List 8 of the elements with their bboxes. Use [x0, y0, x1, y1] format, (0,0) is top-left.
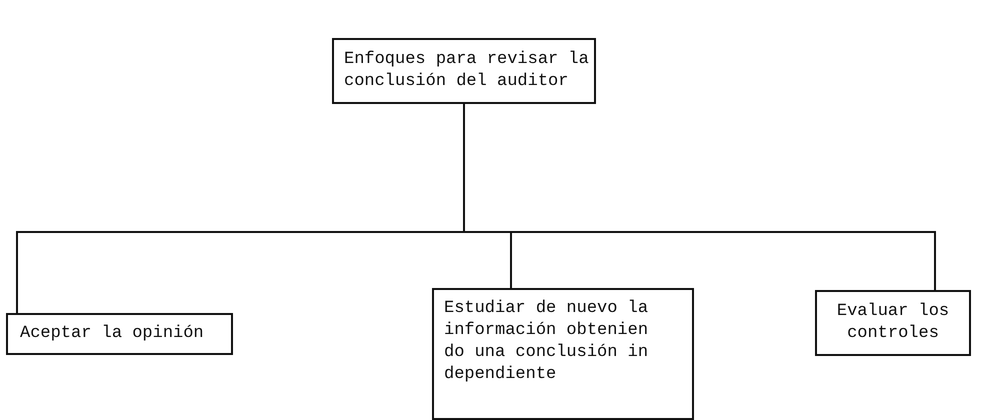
text-box — [6, 313, 233, 355]
box-text: Evaluar los controles — [836, 301, 950, 345]
box-text: Enfoques para revisar la conclusión del auditor — [344, 49, 589, 93]
text-box — [332, 38, 596, 104]
text-box — [432, 288, 694, 420]
text-box — [815, 290, 971, 356]
box-text: Aceptar la opinión — [20, 323, 205, 345]
box-text: Estudiar de nuevo la información obtenien do una conclusión in dependiente — [444, 298, 648, 386]
